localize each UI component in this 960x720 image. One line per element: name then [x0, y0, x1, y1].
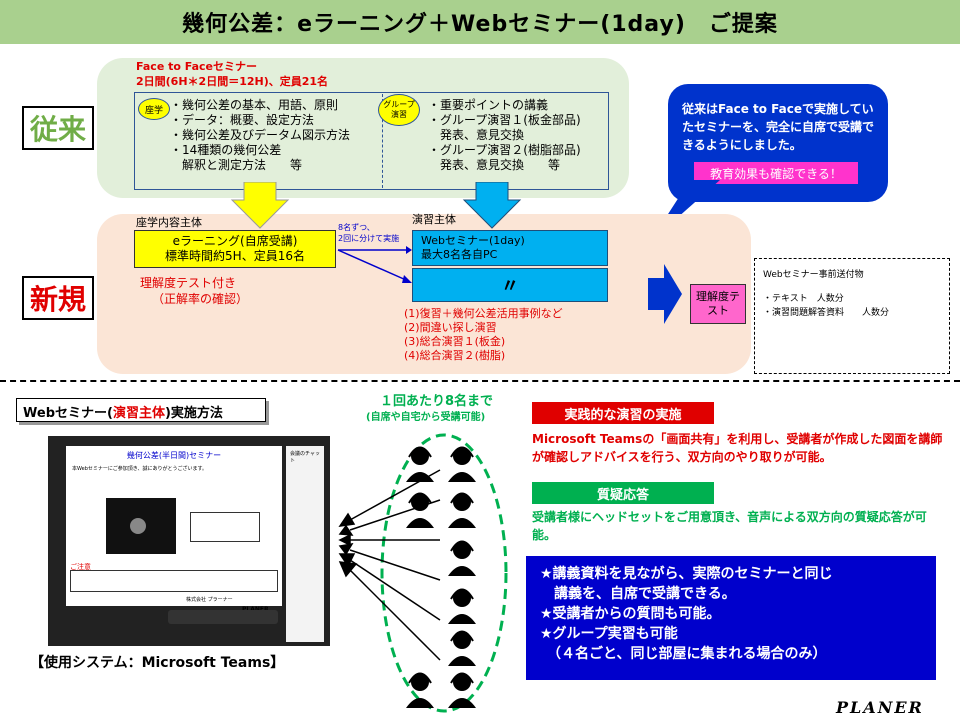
headset-user-icon: [448, 672, 476, 708]
chat-panel-title: 会議のチャット: [290, 451, 320, 464]
headset-user-icon: [406, 492, 434, 528]
elearning-line2: 標準時間約5H、定員16名: [165, 249, 305, 263]
elearning-line1: eラーニング(自席受講): [172, 234, 298, 248]
lecture-list: ・幾何公差の基本、用語、原則 ・データ：概要、設定方法 ・幾何公差及びデータム図…: [170, 98, 350, 173]
headset-user-icon: [448, 630, 476, 666]
summary-line: 講義を、自席で受講できる。: [540, 586, 736, 602]
webinar-box-2: 〃: [412, 268, 608, 302]
call-controls[interactable]: [168, 610, 278, 624]
webinar-item: (1)復習＋幾何公差活用事例など: [404, 307, 563, 320]
old-content-box: [134, 92, 609, 190]
avatar: [130, 518, 146, 534]
elearning-box: eラーニング(自席受講) 標準時間約5H、定員16名: [134, 230, 336, 268]
lecture-item: 解釈と測定方法 等: [170, 158, 303, 172]
system-label: 【使用システム：Microsoft Teams】: [30, 655, 285, 671]
callout-pill: 教育効果も確認できる！: [694, 162, 858, 184]
group-badge: グループ演習: [378, 94, 420, 126]
webinar-line2: 最大8名各自PC: [421, 248, 498, 261]
doc-title: 幾何公差(半日間)セミナー: [126, 451, 222, 460]
group-item: ・グループ演習１(板金部品): [428, 113, 581, 127]
shipment-title: Webセミナー事前送付物: [763, 270, 864, 280]
method-title-b: 演習主体: [112, 406, 165, 421]
planer-logo: PLANER: [836, 698, 924, 717]
right-arrow: [648, 264, 682, 324]
old-tag: 従来: [22, 106, 94, 150]
practice-heading: 実践的な演習の実施: [532, 402, 714, 424]
test-box: 理解度テスト: [690, 284, 746, 324]
shipment-box: Webセミナー事前送付物 ・テキスト 人数分 ・演習問題解答資料 人数分: [754, 258, 950, 374]
shipment-item: ・テキスト 人数分: [763, 294, 844, 304]
left-label: 座学内容主体: [136, 216, 202, 229]
split-note-line2: 2回に分けて実施: [338, 234, 400, 243]
callout-text: 従来はFace to Faceで実施していたセミナーを、完全に自席で受講できるよ…: [682, 102, 875, 152]
group-list: ・重要ポイントの講義 ・グループ演習１(板金部品) 発表、意見交換 ・グループ演…: [428, 98, 581, 173]
shared-document: 幾何公差(半日間)セミナー 本Webセミナーにご参加頂き、誠にありがとうございま…: [66, 446, 282, 613]
practice-text: Microsoft Teamsの「画面共有」を利用し、受講者が作成した図面を講師…: [532, 432, 943, 464]
webinar-box: Webセミナー(1day) 最大8名各自PC: [412, 230, 608, 266]
shipment-item: ・演習問題解答資料 人数分: [763, 308, 890, 318]
right-label: 演習主体: [412, 213, 456, 226]
headset-user-icon: [448, 588, 476, 624]
capacity-line1: １回あたり8名まで: [380, 394, 494, 409]
headset-user-icon: [448, 446, 476, 482]
test-note1: 理解度テスト付き: [140, 276, 237, 290]
webinar-item: (3)総合演習１(板金): [404, 335, 506, 348]
qa-heading: 質疑応答: [532, 482, 714, 504]
webinar-line1: Webセミナー(1day): [421, 234, 525, 247]
summary-box: ★講義資料を見ながら、実際のセミナーと同じ 講義を、自席で受講できる。 ★受講者…: [526, 556, 936, 680]
section-separator: [0, 380, 960, 382]
summary-line: （４名ごと、同じ部屋に集まれる場合のみ）: [540, 646, 827, 662]
test-note2: （正解率の確認）: [152, 292, 249, 306]
split-note: 8名ずつ、 2回に分けて実施: [338, 222, 399, 244]
participants: [386, 440, 496, 710]
lecture-item: ・14種類の幾何公差: [170, 143, 282, 157]
lecture-badge: 座学: [138, 98, 170, 120]
webinar-items: (1)復習＋幾何公差活用事例など (2)間違い探し演習 (3)総合演習１(板金)…: [404, 307, 563, 363]
method-title: Webセミナー(演習主体)実施方法: [16, 398, 266, 422]
participants-ellipse: [380, 433, 508, 713]
doc-footer: 株式会社 プラーナー: [186, 597, 233, 603]
lecture-item: ・幾何公差及びデータム図示方法: [170, 128, 351, 142]
connection-arrows: [338, 469, 441, 661]
qa-text: 受講者様にヘッドセットをご用意頂き、音声による双方向の質疑応答が可能。: [532, 510, 927, 542]
yellow-down-arrow: [230, 182, 290, 229]
blue-down-arrow: [462, 182, 522, 229]
old-divider: [382, 94, 383, 188]
headset-user-icon: [448, 540, 476, 576]
lecture-item: ・データ：概要、設定方法: [170, 113, 315, 127]
headset-user-icon: [406, 672, 434, 708]
capacity-line2: (自席や自宅から受講可能): [366, 412, 486, 423]
chat-panel: 会議のチャット: [286, 446, 324, 642]
group-item: 発表、意見交換: [428, 128, 525, 142]
summary-line: ★グループ実習も可能: [540, 626, 678, 642]
old-seminar-detail: 2日間(6H＊2日間＝12H)、定員21名: [136, 75, 329, 88]
video-tile: [106, 498, 176, 554]
doc-notice-box: [70, 570, 278, 592]
doc-notice: ご注意: [70, 563, 91, 571]
group-item: ・重要ポイントの講義: [428, 98, 549, 112]
shipment-list: ・テキスト 人数分 ・演習問題解答資料 人数分: [763, 292, 949, 320]
old-seminar-title: Face to Faceセミナー: [136, 60, 258, 73]
method-title-c: )実施方法: [164, 406, 223, 421]
method-title-a: Webセミナー(: [23, 406, 113, 421]
summary-line: ★講義資料を見ながら、実際のセミナーと同じ: [540, 566, 833, 582]
summary-line: ★受講者からの質問も可能。: [540, 606, 721, 622]
headset-user-icon: [448, 492, 476, 528]
lecture-item: ・幾何公差の基本、用語、原則: [170, 98, 339, 112]
doc-tooltip: [190, 512, 260, 542]
group-item: ・グループ演習２(樹脂部品): [428, 143, 581, 157]
doc-logo: PLANER: [242, 606, 269, 613]
group-item: 発表、意見交換 等: [428, 158, 561, 172]
split-arrows: [337, 246, 412, 283]
teams-screenshot: 幾何公差(半日間)セミナー 本Webセミナーにご参加頂き、誠にありがとうございま…: [48, 436, 330, 646]
doc-para: 本Webセミナーにご参加頂き、誠にありがとうございます。: [72, 466, 207, 472]
webinar-item: (4)総合演習２(樹脂): [404, 349, 506, 362]
webinar-item: (2)間違い探し演習: [404, 321, 497, 334]
page-title: 幾何公差：eラーニング＋Webセミナー(1day) ご提案: [0, 0, 960, 44]
split-note-line1: 8名ずつ、: [338, 223, 375, 232]
new-tag: 新規: [22, 276, 94, 320]
headset-user-icon: [406, 446, 434, 482]
